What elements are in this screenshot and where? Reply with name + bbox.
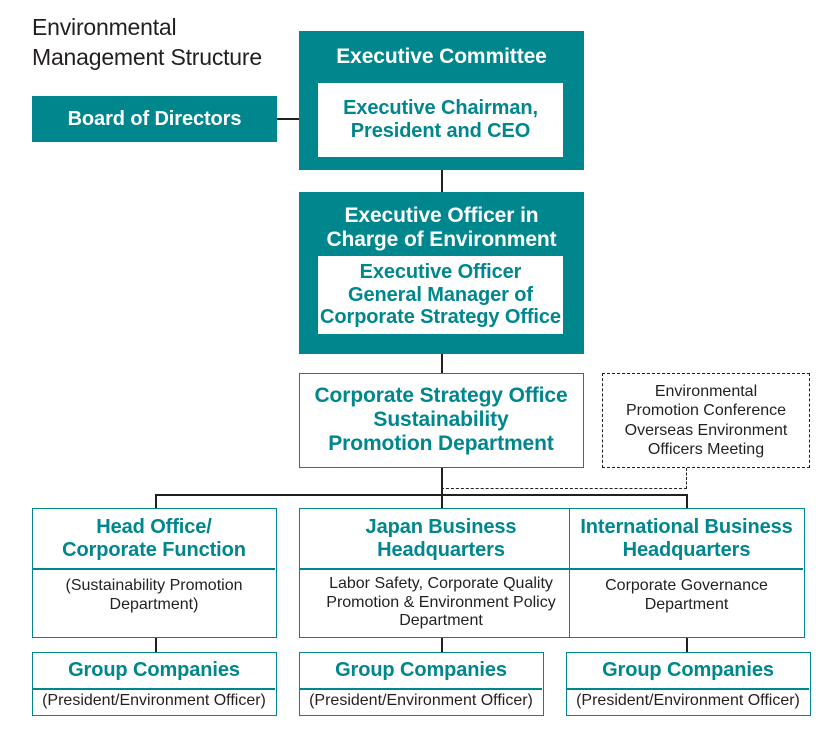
connector-international-business-to-group <box>686 638 688 652</box>
column-japan-business-box: Japan Business Headquarters Labor Safety… <box>299 508 584 638</box>
group-companies-title-3: Group Companies <box>602 659 774 682</box>
column-international-business-box: International Business Headquarters Corp… <box>569 508 805 638</box>
group-companies-title-2: Group Companies <box>335 659 507 682</box>
executive-officer-header: Executive Officer in Charge of Environme… <box>299 204 584 252</box>
executive-officer-inner-line-2: General Manager of <box>348 283 533 306</box>
head-office-body-line-2: Department) <box>109 596 199 613</box>
conference-line-1: Environmental <box>654 383 758 401</box>
international-business-title-line-2: Headquarters <box>622 538 751 561</box>
group-companies-box-2: Group Companies (President/Environment O… <box>299 652 544 716</box>
international-business-divider <box>570 568 803 570</box>
japan-business-title-line-1: Japan Business <box>365 515 517 538</box>
japan-business-divider <box>300 568 582 570</box>
conference-line-3: Overseas Environment <box>624 421 788 439</box>
executive-officer-inner-line-1: Executive Officer <box>359 260 522 283</box>
connector-board-to-executive-committee <box>277 118 300 120</box>
chart-title-line-2: Management Structure <box>32 44 262 71</box>
group-companies-body-3: (President/Environment Officer) <box>576 692 800 710</box>
board-of-directors-label: Board of Directors <box>67 108 242 130</box>
group-companies-title-1: Group Companies <box>68 659 240 682</box>
international-business-body: Corporate Governance Department <box>570 571 803 621</box>
column-head-office-box: Head Office/ Corporate Function (Sustain… <box>32 508 277 638</box>
corporate-strategy-office-box: Corporate Strategy Office Sustainability… <box>299 373 584 468</box>
board-of-directors-box: Board of Directors <box>32 96 277 142</box>
japan-business-body-line-3: Department <box>399 612 483 630</box>
corporate-strategy-line-2: Sustainability <box>373 408 509 432</box>
corporate-strategy-office-label: Corporate Strategy Office Sustainability… <box>300 374 582 466</box>
connector-dashed-to-conference <box>441 488 687 489</box>
executive-chairman-line-2: President and CEO <box>350 120 531 142</box>
corporate-strategy-line-3: Promotion Department <box>328 431 554 455</box>
international-business-title-line-1: International Business <box>580 515 793 538</box>
conference-line-4: Officers Meeting <box>647 440 765 458</box>
connector-head-office-to-group <box>155 638 157 652</box>
japan-business-body-line-1: Labor Safety, Corporate Quality <box>329 575 553 593</box>
group-companies-divider-1 <box>33 688 275 690</box>
international-business-body-line-2: Department <box>644 596 729 613</box>
head-office-divider <box>33 568 275 570</box>
conference-line-2: Promotion Conference <box>625 402 787 420</box>
chart-title: Environmental Management Structure <box>32 12 294 73</box>
connector-japan-business-to-group <box>441 638 443 652</box>
japan-business-title-line-2: Headquarters <box>377 538 505 561</box>
connector-dashed-conference-riser <box>686 468 687 489</box>
international-business-body-line-1: Corporate Governance <box>605 577 768 595</box>
japan-business-body-line-2: Promotion & Environment Policy <box>326 593 556 611</box>
head-office-title-line-1: Head Office/ <box>96 515 212 538</box>
group-companies-body-1: (President/Environment Officer) <box>42 692 266 710</box>
connector-distribution-bus <box>155 494 687 496</box>
chart-title-line-1: Environmental <box>32 14 177 40</box>
environmental-promotion-conference-box: Environmental Promotion Conference Overs… <box>602 373 810 468</box>
executive-chairman-line-1: Executive Chairman, <box>343 97 538 120</box>
connector-bus-to-column-3 <box>686 494 688 509</box>
executive-officer-header-line-1: Executive Officer in <box>344 204 539 227</box>
head-office-body-line-1: (Sustainability Promotion <box>65 577 243 595</box>
executive-committee-inner-box: Executive Chairman, President and CEO <box>318 83 563 157</box>
executive-officer-header-line-2: Charge of Environment <box>326 227 557 251</box>
japan-business-title: Japan Business Headquarters <box>300 509 582 568</box>
connector-bus-to-column-1 <box>155 494 157 509</box>
executive-officer-box: Executive Officer in Charge of Environme… <box>299 192 584 354</box>
connector-committee-to-officer <box>441 170 443 192</box>
group-companies-box-1: Group Companies (President/Environment O… <box>32 652 277 716</box>
executive-officer-inner-line-3: Corporate Strategy Office <box>320 306 561 329</box>
international-business-title: International Business Headquarters <box>570 509 803 568</box>
connector-officer-to-strategy <box>441 354 443 373</box>
executive-committee-header: Executive Committee <box>336 45 547 68</box>
group-companies-divider-3 <box>567 688 809 690</box>
japan-business-body: Labor Safety, Corporate Quality Promotio… <box>300 571 582 635</box>
group-companies-body-2: (President/Environment Officer) <box>309 692 533 710</box>
executive-officer-inner-box: Executive Officer General Manager of Cor… <box>318 256 563 334</box>
corporate-strategy-line-1: Corporate Strategy Office <box>314 384 568 408</box>
head-office-title: Head Office/ Corporate Function <box>33 509 275 568</box>
head-office-body: (Sustainability Promotion Department) <box>33 571 275 621</box>
executive-committee-box: Executive Committee Executive Chairman, … <box>299 31 584 170</box>
group-companies-box-3: Group Companies (President/Environment O… <box>566 652 811 716</box>
head-office-title-line-2: Corporate Function <box>62 538 246 561</box>
group-companies-divider-2 <box>300 688 542 690</box>
